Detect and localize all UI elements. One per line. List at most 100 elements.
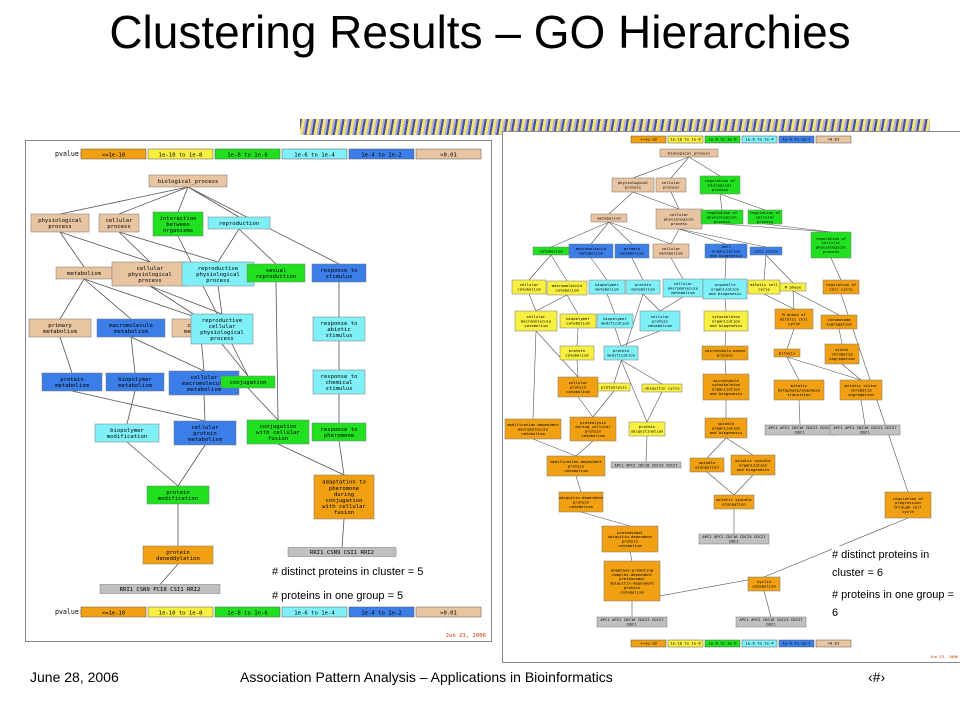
svg-text:protein: protein bbox=[568, 463, 584, 468]
svg-text:RRI1 CSN9 CSI1 RRI2: RRI1 CSN9 CSI1 RRI2 bbox=[310, 550, 374, 556]
svg-text:fusion: fusion bbox=[268, 436, 288, 442]
svg-text:with cellular: with cellular bbox=[322, 504, 366, 510]
graph-edge bbox=[724, 298, 727, 312]
svg-text:biopolymer: biopolymer bbox=[110, 428, 144, 434]
svg-text:cellular: cellular bbox=[651, 314, 670, 319]
svg-text:cellular: cellular bbox=[209, 324, 237, 330]
go-term-node: ubiquitin cycle bbox=[641, 383, 683, 393]
legend-label: >0.01 bbox=[828, 641, 840, 646]
svg-text:protein: protein bbox=[624, 585, 640, 590]
svg-text:biopolymer: biopolymer bbox=[595, 282, 619, 287]
svg-text:organization: organization bbox=[712, 425, 740, 430]
svg-text:reproductive: reproductive bbox=[198, 266, 239, 272]
svg-text:response to: response to bbox=[320, 268, 357, 274]
legend-swatch bbox=[704, 135, 741, 144]
graph-edge bbox=[217, 228, 240, 263]
svg-text:process: process bbox=[663, 185, 679, 190]
svg-text:regulation of: regulation of bbox=[705, 178, 736, 183]
svg-text:proteolysis: proteolysis bbox=[601, 384, 627, 389]
svg-text:process: process bbox=[138, 278, 162, 284]
graph-edge bbox=[724, 359, 727, 375]
svg-text:fusion: fusion bbox=[334, 510, 354, 516]
svg-text:macromolecule: macromolecule bbox=[668, 285, 699, 290]
graph-edge bbox=[590, 221, 610, 245]
svg-text:process: process bbox=[712, 187, 728, 192]
graph-edge bbox=[786, 356, 800, 381]
svg-text:process: process bbox=[671, 221, 687, 226]
svg-text:segregation: segregation bbox=[826, 322, 852, 327]
svg-text:cell cycle: cell cycle bbox=[829, 287, 853, 292]
svg-text:protein: protein bbox=[569, 348, 585, 353]
svg-text:response to: response to bbox=[320, 427, 357, 433]
graph-edge bbox=[341, 518, 345, 548]
svg-text:modification: modification bbox=[607, 353, 635, 358]
graph-edge bbox=[724, 257, 727, 280]
graph-edge bbox=[217, 285, 223, 315]
graph-edge bbox=[629, 551, 633, 562]
legend-label: >0.01 bbox=[828, 137, 840, 142]
svg-text:organization: organization bbox=[712, 248, 740, 253]
graph-edge bbox=[532, 438, 577, 457]
svg-text:physiological: physiological bbox=[707, 214, 737, 219]
footer-title: Association Pattern Analysis – Applicati… bbox=[240, 669, 613, 685]
svg-text:APC1 APC2 CDC16 CDC23 CDC27: APC1 APC2 CDC16 CDC23 CDC27 bbox=[768, 425, 832, 430]
svg-text:RRI1 CSN9 PCI8 CSI1 RRI2: RRI1 CSN9 PCI8 CSI1 RRI2 bbox=[120, 587, 201, 593]
legend-label: <=1e-10 bbox=[640, 137, 657, 142]
svg-text:catabolism: catabolism bbox=[566, 321, 590, 326]
svg-text:catabolism: catabolism bbox=[581, 433, 605, 438]
svg-text:chromatid: chromatid bbox=[831, 351, 852, 356]
svg-text:catabolism: catabolism bbox=[539, 248, 563, 253]
page-number: ‹#› bbox=[868, 669, 886, 685]
graph-edge bbox=[130, 336, 136, 374]
graph-edge bbox=[764, 223, 832, 233]
graph-edge bbox=[203, 394, 206, 422]
svg-text:and biogenesis: and biogenesis bbox=[710, 430, 743, 435]
graph-edge bbox=[719, 193, 766, 211]
svg-text:regulation of: regulation of bbox=[893, 496, 924, 501]
svg-text:regulation of: regulation of bbox=[826, 282, 857, 287]
graph-edge bbox=[550, 254, 568, 282]
svg-text:metabolism: metabolism bbox=[114, 329, 148, 335]
graph-edge bbox=[126, 390, 136, 425]
svg-text:protein: protein bbox=[613, 348, 629, 353]
svg-text:complex-dependent: complex-dependent bbox=[612, 572, 652, 577]
svg-text:ubiquitin-dependent: ubiquitin-dependent bbox=[559, 495, 604, 500]
svg-text:protein: protein bbox=[60, 377, 84, 383]
graph-edge bbox=[608, 191, 634, 215]
svg-text:conjugation: conjugation bbox=[325, 498, 362, 504]
go-term-node: proteolysis bbox=[597, 382, 631, 392]
graph-edge bbox=[786, 328, 795, 350]
go-term-node: metabolism bbox=[55, 266, 113, 280]
svg-text:cellular: cellular bbox=[106, 218, 134, 224]
legend-label: <=1e-10 bbox=[102, 153, 126, 159]
go-term-node: biological_process bbox=[148, 174, 228, 188]
go-term-node: metabolism bbox=[590, 213, 628, 223]
legend-label: 1e-8 to 1e-6 bbox=[708, 641, 737, 646]
svg-text:APC1 APC2 CDC16 CDC23 CDC27: APC1 APC2 CDC16 CDC23 CDC27 bbox=[739, 617, 803, 622]
svg-text:protein: protein bbox=[193, 431, 217, 437]
svg-text:macromolecule: macromolecule bbox=[521, 318, 552, 323]
svg-text:process: process bbox=[757, 219, 773, 224]
svg-text:process: process bbox=[107, 224, 131, 230]
legend-label: <=1e-10 bbox=[102, 611, 126, 617]
svg-text:catabolism: catabolism bbox=[620, 589, 644, 594]
graph-edge bbox=[608, 221, 633, 245]
graph-edge bbox=[177, 235, 249, 377]
svg-text:segregation: segregation bbox=[829, 356, 855, 361]
